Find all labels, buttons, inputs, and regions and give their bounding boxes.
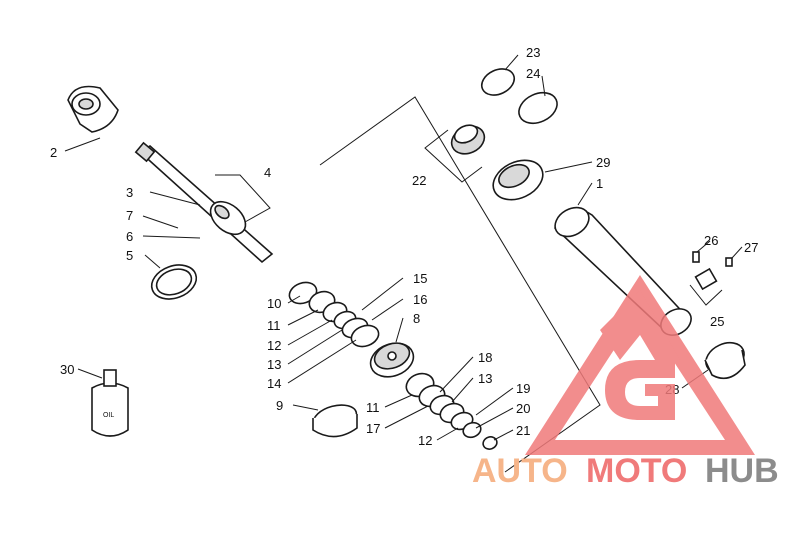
piston-part — [369, 342, 415, 378]
callout-12-lower: 12 — [418, 433, 432, 448]
valve-part — [692, 251, 733, 291]
bracket-25 — [689, 284, 723, 306]
callout-4: 4 — [264, 165, 271, 180]
washer-stack-upper — [288, 281, 380, 348]
callout-14: 14 — [267, 376, 281, 391]
callout-22: 22 — [412, 173, 426, 188]
watermark-g-mark-icon — [605, 360, 675, 420]
callout-26: 26 — [704, 233, 718, 248]
bracket-22 — [424, 129, 483, 183]
watermark-inner-mark-icon — [600, 290, 680, 360]
callout-27: 27 — [744, 240, 758, 255]
callout-18: 18 — [478, 350, 492, 365]
callout-23: 23 — [526, 45, 540, 60]
washer-stack-lower — [405, 372, 498, 450]
callout-8: 8 — [413, 311, 420, 326]
callout-12-upper: 12 — [267, 338, 281, 353]
oil-bottle-label: OIL — [103, 412, 114, 419]
callout-16: 16 — [413, 292, 427, 307]
callout-3: 3 — [126, 185, 133, 200]
eyelet-part — [67, 85, 119, 133]
watermark-auto: AUTO — [472, 452, 568, 490]
callout-2: 2 — [50, 145, 57, 160]
watermark-hub: HUB — [705, 452, 779, 490]
watermark-wordmark: AUTO MOTO HUB — [472, 452, 779, 490]
callout-20: 20 — [516, 401, 530, 416]
callout-11-upper: 11 — [267, 318, 281, 333]
callout-13-upper: 13 — [267, 357, 281, 372]
o-ring-inner — [155, 268, 193, 296]
callout-30: 30 — [60, 362, 74, 377]
callout-5: 5 — [126, 248, 133, 263]
callout-numbers: 2 3 4 7 6 5 10 11 12 13 14 15 16 8 9 11 … — [50, 45, 758, 448]
callout-9: 9 — [276, 398, 283, 413]
callout-1: 1 — [596, 176, 603, 191]
callout-24: 24 — [526, 66, 540, 81]
bushing-part — [312, 404, 358, 438]
cap-part-22 — [450, 124, 486, 155]
callout-25: 25 — [710, 314, 724, 329]
oil-bottle-part: OIL — [91, 369, 129, 437]
watermark-triangle-icon — [525, 275, 755, 455]
callout-29: 29 — [596, 155, 610, 170]
seal-ring-24 — [518, 91, 558, 125]
watermark-moto: MOTO — [586, 452, 687, 490]
callout-15: 15 — [413, 271, 427, 286]
callout-6: 6 — [126, 229, 133, 244]
seal-part-29 — [492, 159, 544, 201]
callout-7: 7 — [126, 208, 133, 223]
leader-lines — [64, 54, 743, 441]
piston-rod-part — [134, 141, 274, 264]
bushing-part-28 — [704, 341, 746, 380]
callout-10: 10 — [267, 296, 281, 311]
callout-19: 19 — [516, 381, 530, 396]
callout-17: 17 — [366, 421, 380, 436]
callout-13-lower: 13 — [478, 371, 492, 386]
bracket-4 — [215, 174, 271, 223]
callout-11-lower: 11 — [366, 400, 380, 415]
watermark-logo — [525, 275, 755, 455]
seal-ring-23 — [480, 68, 516, 96]
callout-21: 21 — [516, 423, 530, 438]
